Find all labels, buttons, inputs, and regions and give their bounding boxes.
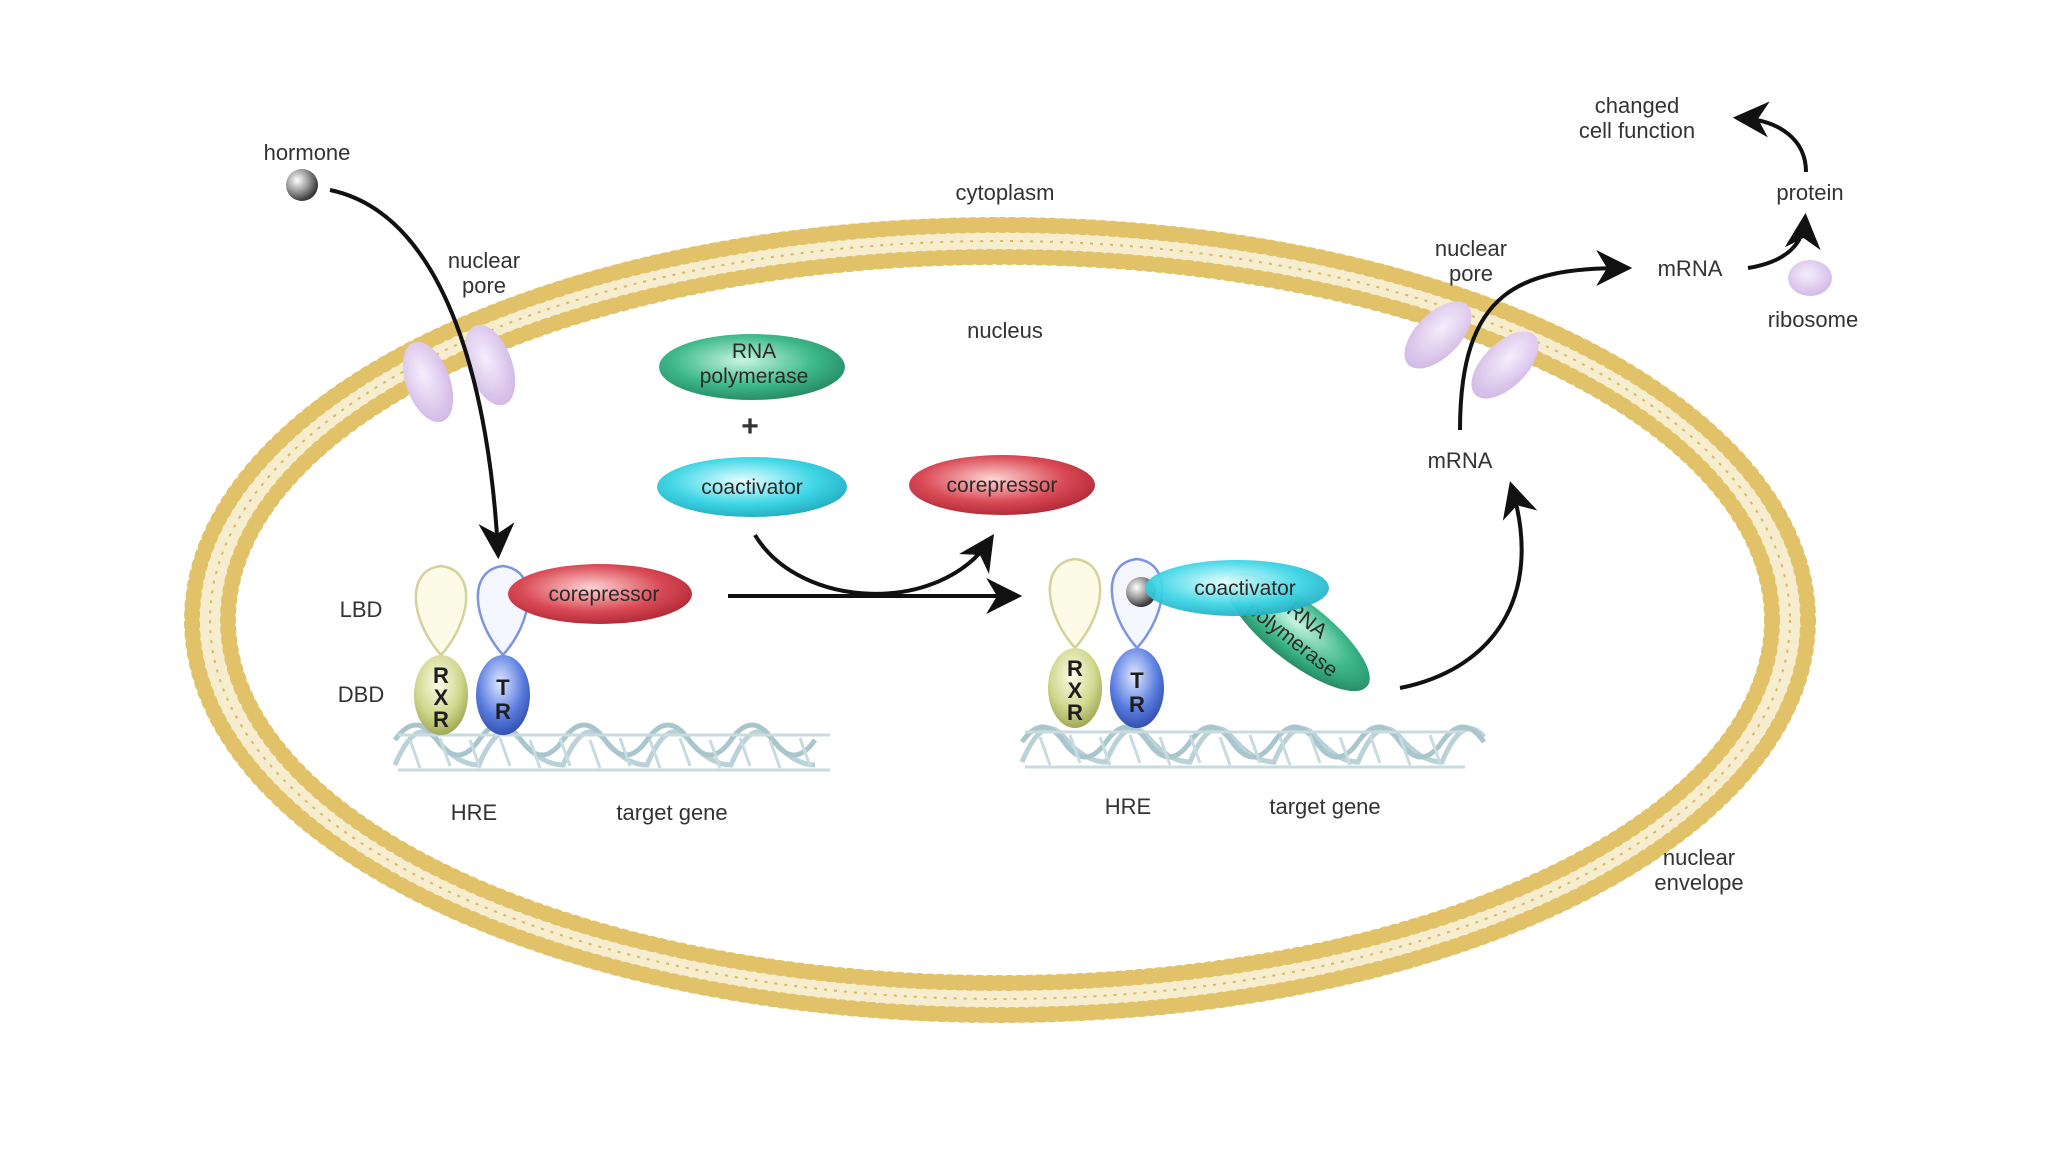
membrane-outer-leaflet (184, 217, 1816, 1023)
hormone-entry-arrow (329, 188, 515, 560)
nuclear-pore-left (402, 324, 516, 423)
rxr-dna-binding-domain-active (1048, 648, 1102, 728)
svg-text:RXR: RXR (1067, 656, 1083, 725)
hre-right-label: HRE (1105, 794, 1151, 819)
svg-text:RNApolymerase: RNApolymerase (700, 340, 809, 388)
hre-left-label: HRE (451, 800, 497, 825)
coactivator-free: coactivator (657, 457, 847, 517)
svg-text:coactivator: coactivator (1194, 577, 1296, 600)
nucleus-label: nucleus (967, 318, 1043, 343)
svg-text:RXR: RXR (433, 663, 449, 732)
translation-arrow (1747, 212, 1821, 270)
coactivator-bound: coactivator (1145, 560, 1329, 616)
target-gene-right-label: target gene (1269, 794, 1380, 819)
svg-text:TR: TR (1129, 668, 1145, 717)
ribosome-label: ribosome (1768, 307, 1858, 332)
nuclear-envelope-membrane (184, 217, 1816, 1023)
mrna-nucleus-label: mRNA (1428, 448, 1493, 473)
dbd-label: DBD (338, 682, 384, 707)
corepressor-bound: corepressor (508, 564, 692, 624)
protein-label: protein (1776, 180, 1843, 205)
target-gene-left-label: target gene (616, 800, 727, 825)
mrna-cytoplasm-label: mRNA (1658, 256, 1723, 281)
transcription-arrow (1399, 481, 1538, 690)
rxr-ligand-binding-domain-active (1048, 557, 1102, 650)
svg-text:corepressor: corepressor (947, 474, 1058, 497)
tr-dna-binding-domain-active (1110, 648, 1164, 728)
ribosome-icon (1788, 260, 1832, 296)
hormone-molecule-icon (286, 169, 318, 201)
mrna-export-arrow (1458, 250, 1633, 431)
function-arrow (1732, 101, 1808, 173)
dna-helix-right (1019, 724, 1487, 769)
lbd-label: LBD (340, 597, 383, 622)
corepressor-exchange-arrow (753, 533, 995, 596)
svg-text:coactivator: coactivator (701, 476, 803, 499)
hormone-label: hormone (264, 140, 351, 165)
rxr-ligand-binding-domain (414, 564, 468, 657)
cytoplasm-label: cytoplasm (955, 180, 1054, 205)
svg-text:TR: TR (495, 675, 511, 724)
rxr-dna-binding-domain (414, 655, 468, 735)
plus-sign: + (741, 410, 759, 443)
nuclear-pore-right (1404, 301, 1539, 399)
svg-text:corepressor: corepressor (549, 583, 660, 606)
dna-helix-left (392, 722, 830, 772)
membrane-inner-leaflet (220, 249, 1780, 991)
tr-dna-binding-domain (476, 655, 530, 735)
corepressor-released: corepressor (909, 455, 1095, 515)
